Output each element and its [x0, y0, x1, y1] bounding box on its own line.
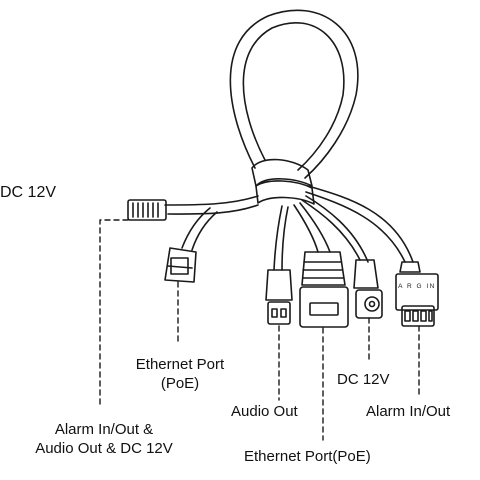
harness-cable-top [164, 195, 259, 206]
label-dc12v-right: DC 12V [337, 371, 390, 388]
alarm-cable-a [305, 191, 406, 263]
label-alarm-right: Alarm In/Out [366, 403, 451, 420]
audio-out-connector [265, 269, 293, 325]
label-eth-left-line1: Ethernet Port [135, 356, 225, 373]
cable-collar [251, 158, 313, 187]
audio-cable-a [273, 205, 283, 271]
label-dc12v-left: DC 12V [0, 184, 57, 201]
terminal-markings: A R G IN [398, 283, 436, 290]
harness-cable-bottom [167, 204, 259, 215]
leader-alarm-combo [99, 219, 129, 409]
label-eth-left-line2: (PoE) [160, 375, 200, 392]
dc-cable-a [301, 199, 361, 261]
eth-left-cable-a [181, 207, 211, 249]
cable-hub [255, 180, 315, 205]
dc-jack-connector [353, 259, 383, 319]
main-cable-inner [242, 22, 345, 171]
alarm-terminal-block [395, 261, 439, 327]
label-eth-left: Ethernet Port (PoE) [116, 355, 244, 393]
label-alarm-combo-line2: Audio Out & DC 12V [35, 440, 173, 457]
harness-terminal-plug [127, 199, 167, 221]
leader-lines [99, 219, 420, 441]
eth-center-cable-b [299, 202, 331, 253]
audio-cable-b [281, 206, 289, 271]
eth-left-connector [164, 247, 197, 283]
eth-left-cable-b [191, 211, 218, 251]
label-eth-bottom: Ethernet Port(PoE) [244, 448, 371, 465]
eth-center-cable-a [293, 204, 319, 253]
label-audio-out: Audio Out [231, 403, 298, 420]
main-cable-outer [229, 9, 359, 179]
alarm-cable-b [307, 185, 414, 263]
dc-cable-b [305, 195, 369, 263]
label-alarm-combo-line1: Alarm In/Out & [54, 421, 154, 438]
eth-center-connector [299, 251, 349, 328]
label-alarm-combo: Alarm In/Out & Audio Out & DC 12V [12, 420, 196, 458]
